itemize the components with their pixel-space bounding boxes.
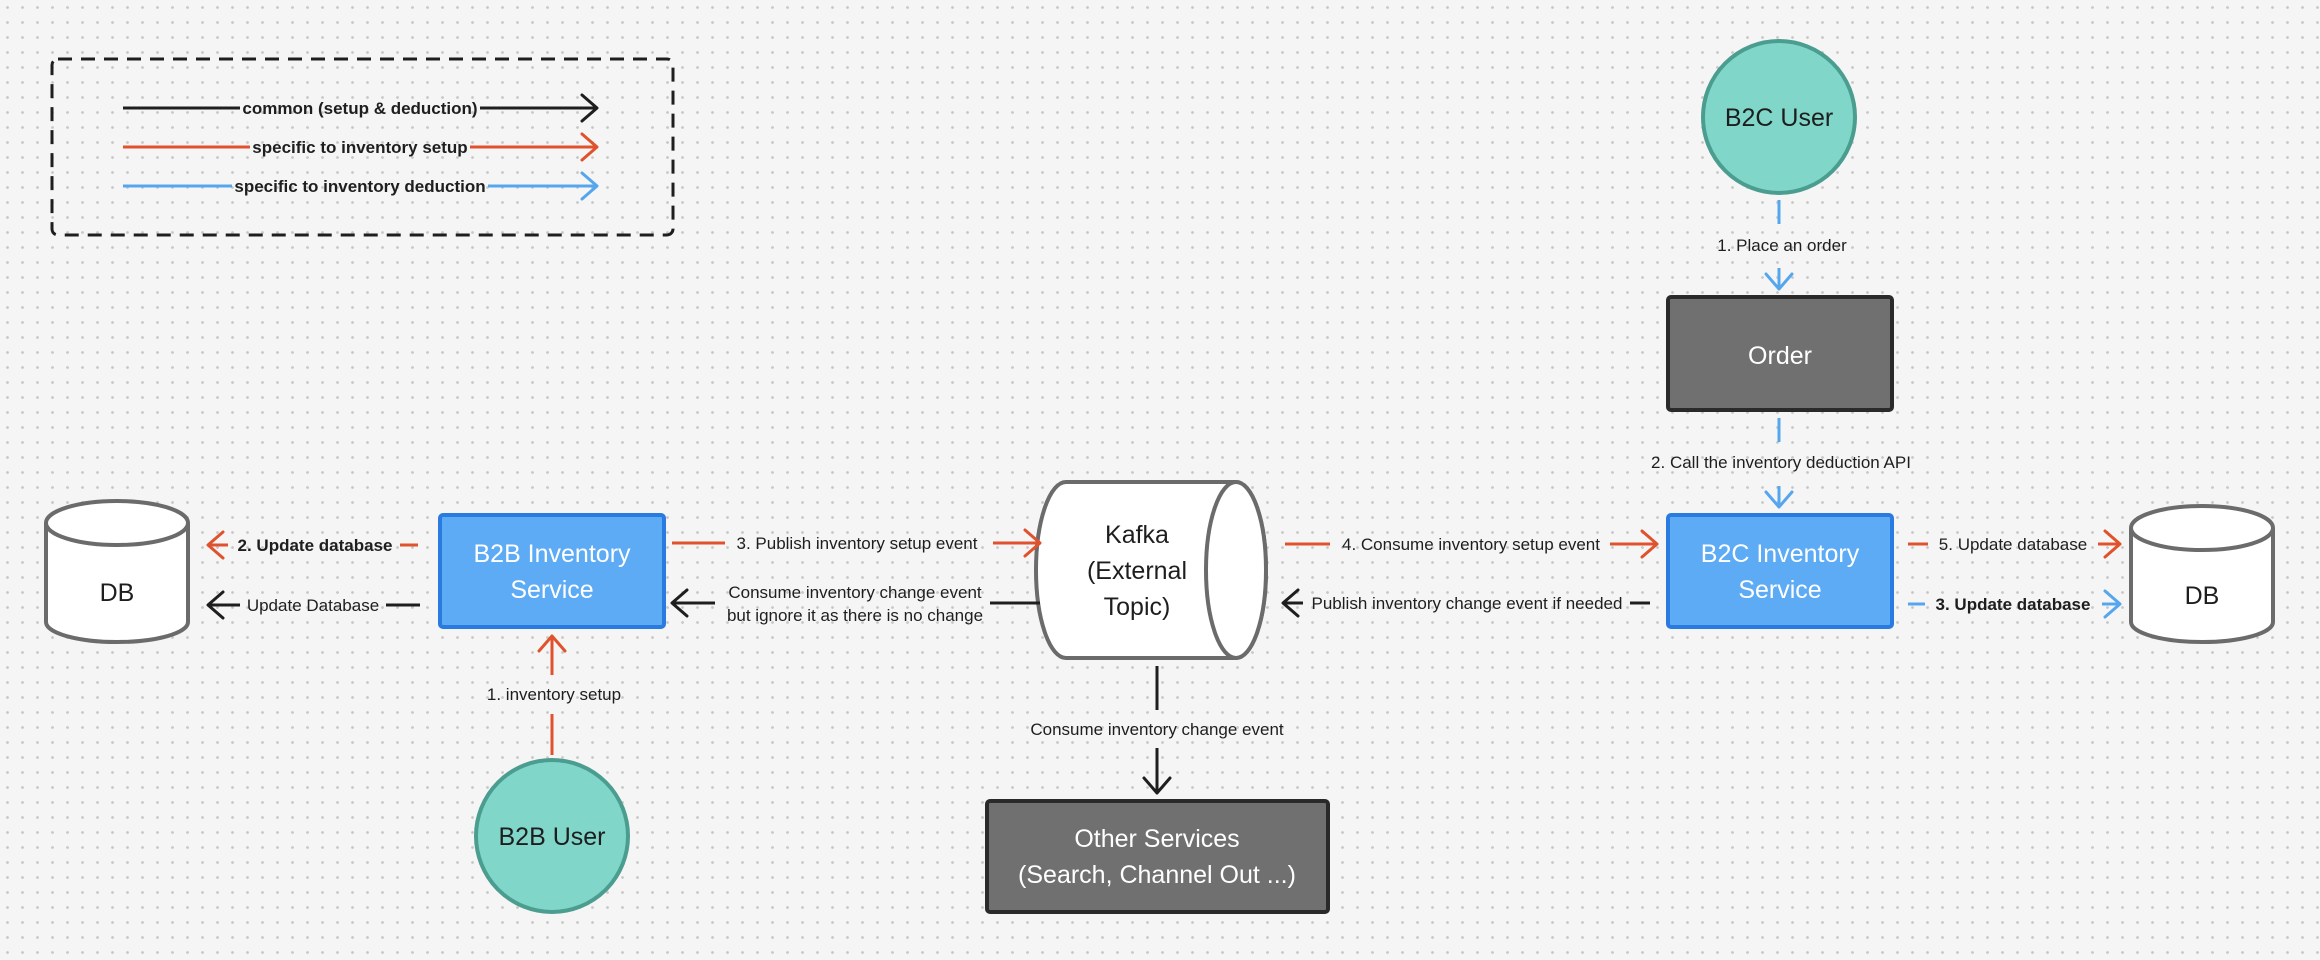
edge-label-consume-change-ignore-2: but ignore it as there is no change: [727, 606, 983, 625]
arrowhead-icon: [1764, 272, 1794, 291]
legend-label-common: common (setup & deduction): [242, 99, 477, 118]
arrowhead-icon: [206, 530, 225, 560]
b2b-user-node[interactable]: B2B User: [474, 758, 630, 914]
edge-place-order: 1. Place an order: [1717, 200, 1847, 291]
edge-label-call-deduction: 2. Call the inventory deduction API: [1651, 453, 1911, 472]
edge-b2b-update-db-setup: 2. Update database: [206, 530, 418, 560]
arrowhead-icon: [580, 132, 599, 162]
edge-label-consume-change-other: Consume inventory change event: [1030, 720, 1284, 739]
edge-consume-change-ignore: Consume inventory change event but ignor…: [670, 583, 1040, 625]
edge-label-publish-change: Publish inventory change event if needed: [1312, 594, 1623, 613]
edge-call-deduction: 2. Call the inventory deduction API: [1651, 418, 1911, 509]
arrowhead-icon: [1764, 490, 1794, 509]
order-node[interactable]: Order: [1666, 295, 1894, 412]
b2c-inventory-service-node[interactable]: B2C Inventory Service: [1666, 513, 1894, 629]
b2b-user-label: B2B User: [499, 823, 606, 851]
kafka-label-line1: Kafka: [1105, 521, 1169, 549]
other-services-label-line2: (Search, Channel Out ...): [1018, 861, 1296, 889]
edge-label-consume-setup: 4. Consume inventory setup event: [1342, 535, 1600, 554]
legend-label-setup: specific to inventory setup: [252, 138, 467, 157]
edge-b2b-update-db-common: Update Database: [206, 590, 420, 620]
db-right-node[interactable]: DB: [2129, 504, 2275, 644]
legend: common (setup & deduction) specific to i…: [50, 57, 675, 237]
edge-consume-change-other: Consume inventory change event: [1030, 666, 1284, 795]
legend-frame: [50, 57, 675, 237]
edge-label-b2c-update-db-setup: 5. Update database: [1939, 535, 2087, 554]
arrowhead-icon: [1281, 588, 1300, 618]
arrowhead-icon: [670, 588, 689, 618]
edge-publish-change: Publish inventory change event if needed: [1281, 588, 1650, 618]
db-right-label: DB: [2185, 582, 2220, 610]
arrowhead-icon: [1142, 776, 1172, 795]
edge-label-publish-setup: 3. Publish inventory setup event: [737, 534, 978, 553]
b2c-service-label-line2: Service: [1738, 576, 1821, 604]
legend-item-deduction: specific to inventory deduction: [123, 171, 599, 201]
b2c-service-label-line1: B2C Inventory: [1701, 540, 1860, 568]
arrowhead-icon: [580, 171, 599, 201]
b2c-user-node[interactable]: B2C User: [1701, 39, 1857, 195]
other-services-node[interactable]: Other Services (Search, Channel Out ...): [985, 799, 1330, 914]
edge-publish-setup: 3. Publish inventory setup event: [672, 528, 1042, 558]
legend-item-common: common (setup & deduction): [123, 93, 599, 123]
other-services-label-line1: Other Services: [1074, 825, 1239, 853]
b2b-service-label-line1: B2B Inventory: [473, 540, 631, 568]
kafka-label-line3: Topic): [1104, 593, 1171, 621]
legend-label-deduction: specific to inventory deduction: [234, 177, 485, 196]
kafka-label-line2: (External: [1087, 557, 1187, 585]
edge-b2c-update-db-deduction: 3. Update database: [1908, 589, 2122, 619]
edge-b2c-update-db-setup: 5. Update database: [1908, 529, 2122, 559]
legend-item-setup: specific to inventory setup: [123, 132, 599, 162]
edge-consume-setup: 4. Consume inventory setup event: [1285, 529, 1659, 559]
b2c-user-label: B2C User: [1725, 104, 1833, 132]
kafka-topic-node[interactable]: Kafka (External Topic): [1034, 480, 1268, 660]
edge-label-inventory-setup: 1. inventory setup: [487, 685, 621, 704]
arrowhead-icon: [537, 634, 567, 653]
edge-label-b2c-update-db-deduction: 3. Update database: [1936, 595, 2091, 614]
db-left-node[interactable]: DB: [44, 499, 190, 644]
edge-label-consume-change-ignore-1: Consume inventory change event: [728, 583, 982, 602]
edge-label-place-order: 1. Place an order: [1717, 236, 1847, 255]
arrowhead-icon: [2103, 589, 2122, 619]
b2b-inventory-service-node[interactable]: B2B Inventory Service: [438, 513, 666, 629]
arrowhead-icon: [580, 93, 599, 123]
edge-label-b2b-update-db-setup: 2. Update database: [238, 536, 393, 555]
arrowhead-icon: [1023, 528, 1042, 558]
order-label: Order: [1748, 342, 1812, 370]
db-left-label: DB: [100, 579, 135, 607]
b2b-service-label-line2: Service: [510, 576, 593, 604]
arrowhead-icon: [2103, 529, 2122, 559]
edge-label-b2b-update-db-common: Update Database: [247, 596, 379, 615]
arrowhead-icon: [1640, 529, 1659, 559]
edge-inventory-setup: 1. inventory setup: [487, 634, 621, 755]
arrowhead-icon: [206, 590, 225, 620]
